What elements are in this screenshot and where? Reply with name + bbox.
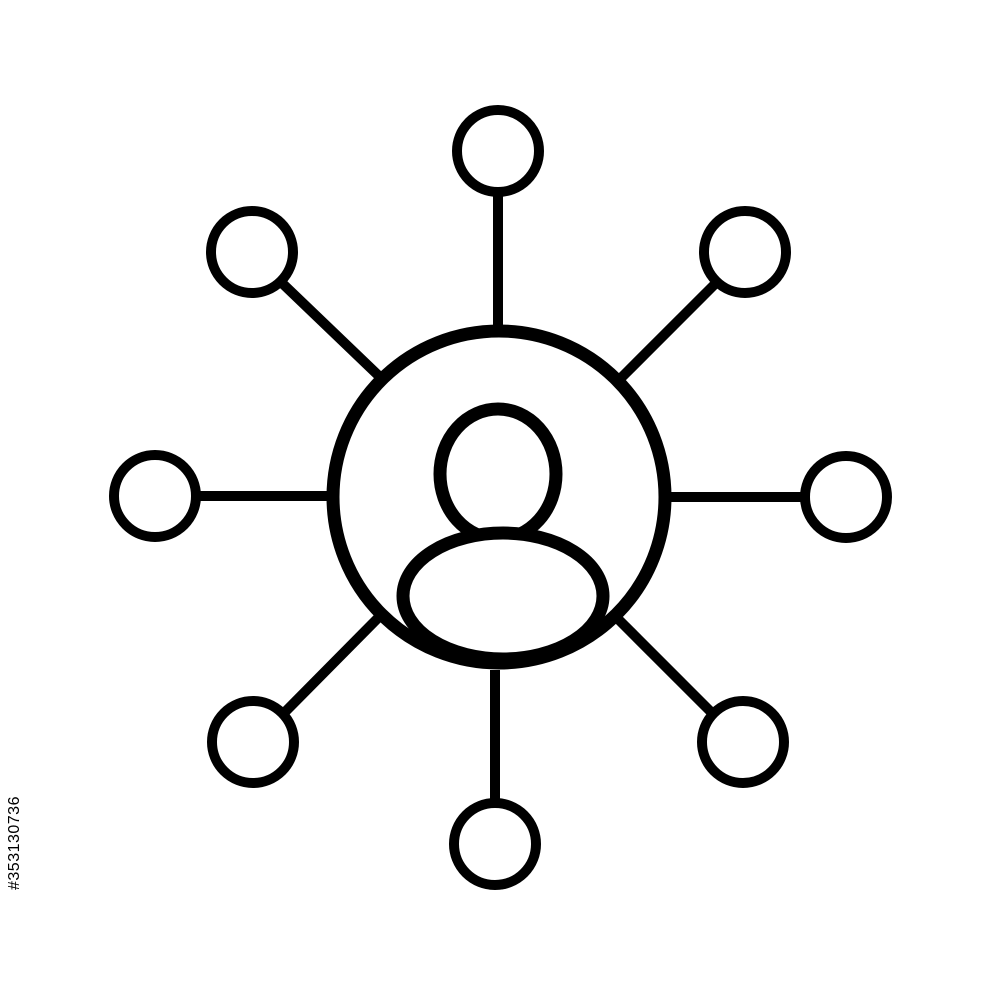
connector-lines bbox=[195, 195, 803, 802]
connector-line-bottom-right bbox=[614, 615, 715, 716]
satellite-nodes bbox=[109, 105, 892, 890]
user-body bbox=[396, 526, 610, 666]
node-circle-bottom bbox=[449, 798, 541, 890]
node-circle-top-right bbox=[699, 206, 791, 298]
node-circle-bottom-right bbox=[697, 696, 789, 788]
node-circle-top bbox=[452, 105, 544, 197]
connector-line-top-left bbox=[279, 280, 384, 381]
node-circle-right bbox=[800, 451, 892, 543]
user-avatar-icon bbox=[396, 402, 610, 666]
node-circle-bottom-left bbox=[207, 696, 299, 788]
node-circle-top-left bbox=[206, 206, 298, 298]
connector-line-top-right bbox=[617, 281, 718, 382]
node-circle-left bbox=[109, 450, 201, 542]
stock-id-watermark: #353130736 bbox=[6, 796, 23, 890]
connector-line-bottom-left bbox=[281, 614, 382, 716]
user-head bbox=[433, 402, 563, 546]
